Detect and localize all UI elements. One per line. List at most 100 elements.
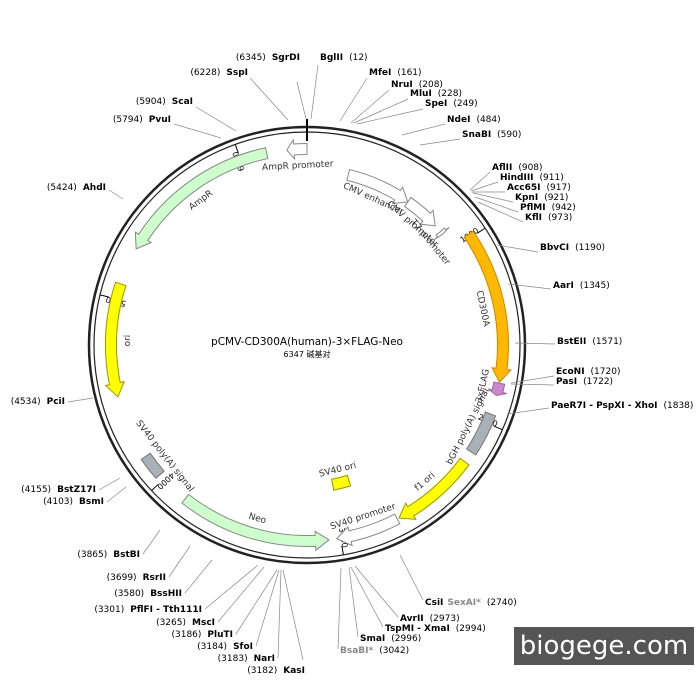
site-label: (3265)MscI	[156, 618, 215, 628]
site-position: (908)	[518, 163, 542, 173]
site-position: (3184)	[197, 642, 227, 652]
site-label: PasI (1722)	[556, 377, 613, 387]
site-leader	[195, 106, 237, 132]
site-position: (6345)	[236, 53, 266, 63]
tick-mark	[151, 484, 159, 491]
site-label: SmaI (2996)	[360, 634, 421, 644]
site-position: (2740)	[487, 598, 517, 608]
feature-ampr-promoter	[286, 138, 308, 161]
site-position: (3699)	[107, 573, 137, 583]
site-label: KflI(973)	[525, 213, 572, 223]
watermark: biogege.com	[514, 627, 694, 665]
site-label: (5424)AhdI	[47, 183, 106, 193]
site-leader	[510, 375, 555, 384]
site-leader	[472, 192, 514, 203]
site-leader	[353, 98, 409, 124]
site-leader	[354, 565, 399, 618]
site-position: (2973)	[430, 614, 460, 624]
site-label: KpnI(921)	[515, 193, 568, 203]
site-label: (4103)BsmI	[43, 497, 104, 507]
site-position: (249)	[453, 99, 477, 109]
site-position: (590)	[497, 130, 521, 140]
site-label: (5794) PvuI	[113, 115, 171, 125]
site-leader	[474, 196, 519, 213]
site-label: EcoNI(1720)	[556, 367, 620, 377]
site-position: (942)	[552, 203, 576, 213]
site-enzyme: PciI	[47, 397, 65, 407]
site-leader	[184, 559, 213, 594]
site-enzyme: KflI	[525, 213, 542, 223]
site-enzyme: BstBI	[113, 550, 140, 560]
site-leader	[350, 89, 390, 124]
site-label: PaeR7I - PspXI - XhoI(1838)	[551, 401, 693, 411]
site-position: (3182)	[247, 666, 277, 676]
site-label: PflMI(942)	[520, 203, 576, 213]
feature-label-sv40-ori: SV40 ori	[318, 461, 357, 480]
site-enzyme: SnaBI	[462, 130, 491, 140]
tick-mark	[341, 545, 344, 555]
site-enzyme: CsiI	[425, 598, 443, 608]
site-label: (6345)SgrDI	[236, 53, 300, 63]
site-leader	[470, 181, 499, 192]
site-enzyme: RsrII	[143, 573, 166, 583]
site-label: Acc65I(917)	[507, 183, 571, 193]
site-enzyme: Acc65I	[507, 183, 541, 193]
backbone-ring	[87, 119, 527, 565]
site-label: AvrII (2973)	[400, 614, 460, 624]
tick-mark	[493, 425, 503, 431]
site-enzyme: ScaI	[172, 97, 193, 107]
site-position: (2996)	[391, 634, 421, 644]
site-label: (4534)PciI	[11, 397, 65, 407]
site-label: (3182)KasI	[247, 666, 305, 676]
site-position: (5794)	[113, 115, 143, 125]
site-leader	[337, 567, 342, 650]
feature-ampr	[134, 147, 269, 250]
feature-label-ampr-promoter: AmpR promoter	[262, 159, 334, 173]
site-label: BstEII(1571)	[557, 337, 622, 347]
site-enzyme: PflFI - Tth111I	[130, 605, 202, 615]
site-label: (3184)SfoI	[197, 642, 253, 652]
site-enzyme: TspMI - XmaI	[385, 624, 450, 634]
feature-cmv-promoter	[403, 196, 436, 227]
site-enzyme: BsaBI*	[340, 646, 373, 656]
site-position: (1722)	[583, 377, 613, 387]
site-position: (1190)	[575, 243, 605, 253]
site-enzyme: PaeR7I - PspXI - XhoI	[551, 401, 657, 411]
site-label: CsiI SexAI* (2740)	[425, 598, 517, 608]
site-leader	[477, 201, 524, 223]
site-leader	[108, 189, 124, 200]
site-leader	[296, 81, 307, 120]
site-enzyme: AvrII	[400, 614, 424, 624]
site-enzyme: SmaI	[360, 634, 385, 644]
site-label: HindIII(911)	[500, 173, 564, 183]
site-enzyme: PasI	[556, 377, 577, 387]
site-position: (921)	[544, 193, 568, 203]
site-enzyme-extra: SexAI*	[447, 598, 481, 608]
site-position: (12)	[349, 53, 367, 63]
site-position: (4103)	[43, 497, 73, 507]
site-label: BsaBI*(3042)	[340, 646, 409, 656]
site-enzyme: BssHII	[150, 589, 182, 599]
site-label: BbvCI(1190)	[540, 243, 605, 253]
feature-label-ori: ori	[123, 335, 133, 347]
site-enzyme: NarI	[254, 654, 275, 664]
site-position: (6228)	[190, 68, 220, 78]
site-enzyme: EcoNI	[556, 367, 585, 377]
site-label: TspMI - XmaI(2994)	[385, 624, 486, 634]
site-group: (6345)SgrDI(6228)SspI(5904)ScaI(5794)Pvu…	[11, 53, 694, 676]
site-position: (3865)	[77, 550, 107, 560]
plasmid-size: 6347 碱基对	[284, 349, 331, 359]
site-enzyme: HindIII	[500, 173, 534, 183]
site-label: (3301)PflFI - Tth111I	[94, 605, 202, 615]
site-position: (3183)	[218, 654, 248, 664]
site-label: (3186)PluTI	[171, 630, 233, 640]
site-position: (228)	[438, 89, 462, 99]
site-enzyme: PvuI	[149, 115, 171, 125]
site-label: MfeI(161)	[369, 68, 422, 78]
site-label: (6228)SspI	[190, 68, 248, 78]
tick-mark	[234, 144, 239, 154]
site-label: AarI(1345)	[553, 281, 610, 291]
site-label: (3865) BstBI	[77, 550, 140, 560]
site-enzyme: BglII	[320, 53, 343, 63]
site-label: (3580)BssHII	[114, 589, 182, 599]
